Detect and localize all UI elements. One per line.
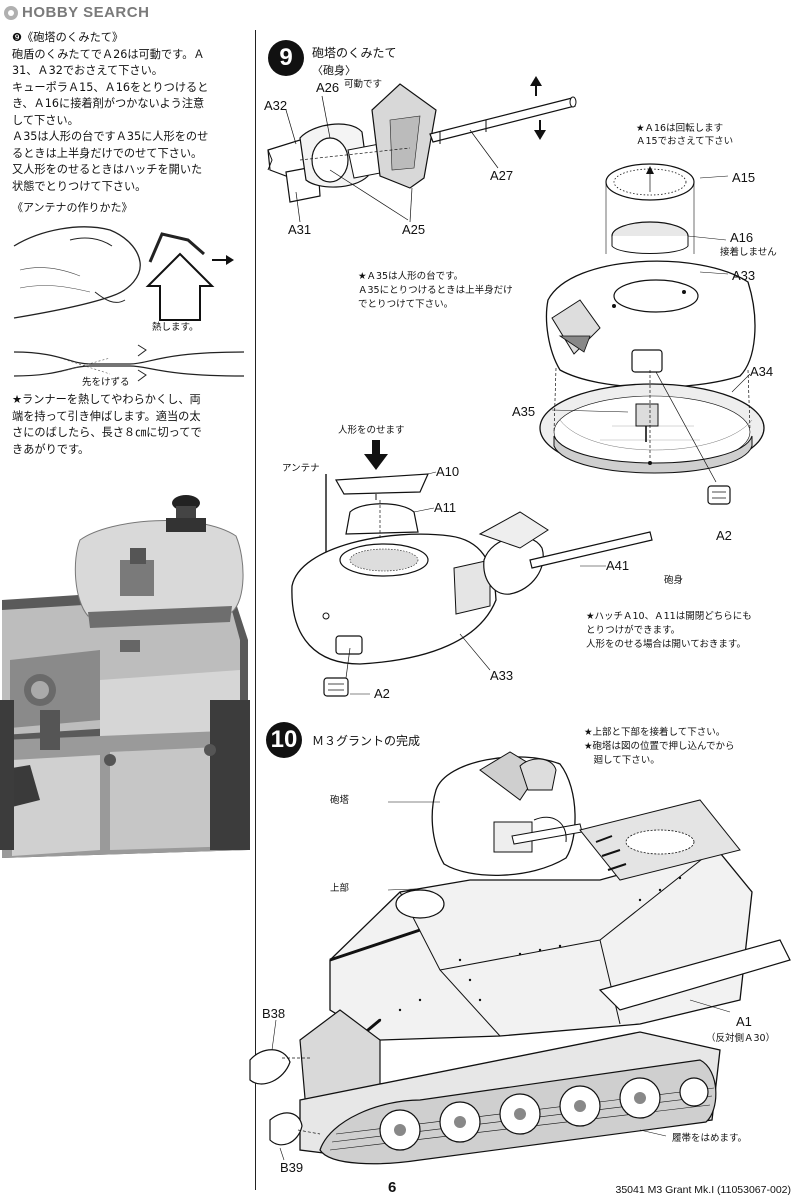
- tank-photo: [0, 495, 252, 860]
- part-label-a31: A31: [288, 222, 312, 237]
- figure-label: 人形をのせます: [338, 425, 405, 436]
- step9-number-badge: 9: [268, 40, 304, 76]
- paragraph-line: るときは上半身だけでのせて下さい。: [12, 146, 203, 160]
- part-label-b38: B38: [262, 1006, 286, 1021]
- stretch-label: 先をけずる: [82, 377, 130, 388]
- no-glue-label: 接着しません: [720, 247, 777, 258]
- product-code: 35041 M3 Grant Mk.I (11053067-002): [615, 1184, 792, 1196]
- step10-note-line: ★砲塔は図の位置で押し込んでから: [584, 741, 735, 752]
- track-label: 履帯をはめます。: [672, 1133, 748, 1144]
- left-instructions: ❾《砲塔のくみたて》 砲盾のくみたてでＡ26は可動です。Ａ 31、Ａ32でおさえ…: [12, 30, 244, 195]
- step9-side-heading: ❾《砲塔のくみたて》: [12, 31, 124, 44]
- paragraph-line: キューポラＡ15、Ａ16をとりつけると: [12, 80, 209, 94]
- part-label-a27: A27: [490, 168, 514, 183]
- paragraph-line: 又人形をのせるときはハッチを開いた: [12, 163, 203, 176]
- step9-title: 砲塔のくみたて: [312, 46, 397, 60]
- paragraph-line: 砲盾のくみたてでＡ26は可動です。Ａ: [12, 47, 205, 61]
- part-label-a25: A25: [402, 222, 426, 237]
- hatch-note-line: ★ハッチＡ10、Ａ11は開閉どちらにも: [586, 611, 752, 622]
- runner-line: さにのばしたら、長さ８㎝に切ってで: [12, 426, 202, 439]
- part-label-a15: A15: [732, 170, 756, 185]
- antenna-section-title: 《アンテナの作りかた》: [12, 201, 133, 214]
- paragraph-line: 状態でとりつけて下さい。: [12, 179, 147, 193]
- paragraph-line: き、Ａ16に接着剤がつかないよう注意: [12, 97, 205, 110]
- step10-note-line: 廻して下さい。: [584, 755, 660, 766]
- paragraph-line: 31、Ａ32でおさえて下さい。: [12, 64, 163, 77]
- part-label-a16: A16: [730, 230, 754, 245]
- page-number: 6: [388, 1179, 397, 1196]
- heat-label: 熱します。: [152, 322, 199, 333]
- runner-line: ★ランナーを熱してやわらかくし、両: [12, 393, 201, 406]
- hobby-search-logo-icon: [4, 5, 18, 20]
- a35-note-line: Ａ35にとりつけるときは上半身だけ: [358, 285, 513, 296]
- part-label-a32: A32: [264, 98, 288, 113]
- runner-line: きあがりです。: [12, 442, 90, 456]
- antenna-illustration: [13, 226, 245, 382]
- paragraph-line: して下さい。: [12, 113, 79, 127]
- part-label-a33: A33: [732, 268, 756, 283]
- part-label-a26: A26: [316, 80, 340, 95]
- a16-note: ★Ａ16は回転します Ａ15でおさえて下さい: [636, 122, 733, 148]
- hatch-note: ★ハッチＡ10、Ａ11は開閉どちらにも とりつけができます。 人形をのせる場合は…: [586, 610, 752, 652]
- part-label-a11: A11: [434, 500, 457, 515]
- step9-subtitle: 〈砲身〉: [312, 65, 356, 77]
- part-label-a1: A1: [736, 1014, 752, 1029]
- column-divider: [255, 30, 256, 1190]
- a16-note-line: ★Ａ16は回転します: [636, 123, 724, 134]
- upper-hull-label: 上部: [330, 883, 350, 894]
- part-label-a34: A34: [750, 364, 774, 379]
- runner-line: 端を持って引き伸ばします。適当の太: [12, 409, 201, 423]
- part-label-a35: A35: [512, 404, 536, 419]
- part-label-a2: A2: [716, 528, 732, 543]
- a35-note: ★Ａ35は人形の台です。 Ａ35にとりつけるときは上半身だけ でとりつけて下さい…: [358, 270, 513, 312]
- a16-note-line: Ａ15でおさえて下さい: [636, 136, 734, 147]
- part-label-b39: B39: [280, 1160, 304, 1175]
- part-label-a41: A41: [606, 558, 630, 573]
- step10-title: Ｍ３グラントの完成: [312, 734, 421, 748]
- a35-note-line: でとりつけて下さい。: [358, 299, 454, 310]
- movable-label: 可動です: [344, 79, 383, 90]
- watermark: HOBBY SEARCH: [4, 4, 149, 21]
- part-label-a33-lower: A33: [490, 668, 514, 683]
- a35-note-line: ★Ａ35は人形の台です。: [358, 271, 464, 282]
- antenna-label: アンテナ: [282, 463, 320, 474]
- barrel-label: 砲身: [664, 575, 684, 586]
- paragraph-line: Ａ35は人形の台ですＡ35に人形をのせ: [12, 130, 209, 143]
- step10-notes: ★上部と下部を接着して下さい。 ★砲塔は図の位置で押し込んでから 廻して下さい。: [584, 726, 735, 768]
- hatch-note-line: とりつけができます。: [586, 625, 681, 636]
- step10-number-badge: 10: [266, 722, 302, 758]
- part-label-a2-lower: A2: [374, 686, 390, 701]
- turret-label: 砲塔: [330, 795, 350, 806]
- a1-opposite-note: （反対側Ａ30）: [706, 1033, 776, 1044]
- runner-instructions: ★ランナーを熱してやわらかくし、両 端を持って引き伸ばします。適当の太 さにのば…: [12, 392, 244, 458]
- part-label-a10: A10: [436, 464, 460, 479]
- hatch-note-line: 人形をのせる場合は開いておきます。: [586, 639, 746, 650]
- step10-note-line: ★上部と下部を接着して下さい。: [584, 727, 726, 738]
- watermark-text: HOBBY SEARCH: [22, 4, 150, 21]
